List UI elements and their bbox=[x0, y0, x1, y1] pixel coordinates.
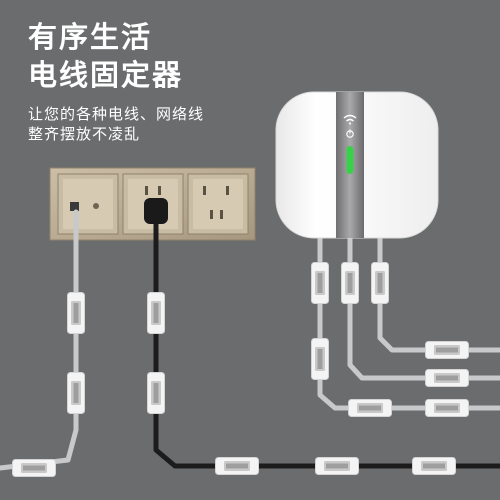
router-cable-3 bbox=[377, 233, 500, 353]
cable-clip bbox=[371, 262, 389, 304]
router-cable-1 bbox=[317, 233, 500, 411]
network-cable bbox=[0, 209, 79, 471]
page-title: 有序生活 电线固定器 bbox=[28, 18, 183, 94]
power-icon bbox=[346, 129, 354, 138]
power-plug bbox=[144, 198, 168, 224]
cable-clip bbox=[147, 292, 165, 334]
cable-clip bbox=[67, 372, 85, 414]
cable-clip bbox=[425, 399, 469, 417]
router-cable-2 bbox=[347, 233, 500, 381]
cable-clip bbox=[12, 459, 56, 477]
cable-clip bbox=[348, 399, 392, 417]
cable-clip bbox=[311, 338, 329, 380]
outlet-plate-2 bbox=[187, 173, 249, 235]
cable-clip bbox=[67, 292, 85, 334]
cable-clip bbox=[215, 457, 259, 475]
cable-clip bbox=[147, 372, 165, 414]
subtitle: 让您的各种电线、网络线 整齐摆放不凌乱 bbox=[28, 104, 204, 144]
headline: 有序生活 电线固定器 bbox=[28, 18, 183, 94]
wifi-icon bbox=[343, 114, 357, 125]
status-led bbox=[346, 146, 354, 174]
router bbox=[275, 91, 439, 239]
cable-clip bbox=[311, 262, 329, 304]
cable-clip bbox=[315, 457, 359, 475]
cable-clip bbox=[341, 262, 359, 304]
cable-clip bbox=[412, 457, 456, 475]
title-line-2: 电线固定器 bbox=[28, 58, 184, 92]
cable-clip bbox=[425, 369, 469, 387]
cable-clip bbox=[425, 341, 469, 359]
subtitle-line-2: 整齐摆放不凌乱 bbox=[28, 125, 141, 143]
title-line-1: 有序生活 bbox=[28, 20, 153, 54]
cable-clips-vertical bbox=[67, 262, 389, 414]
cables bbox=[0, 209, 500, 471]
network-port-plate bbox=[57, 173, 119, 235]
subtitle-line-1: 让您的各种电线、网络线 bbox=[28, 105, 205, 123]
